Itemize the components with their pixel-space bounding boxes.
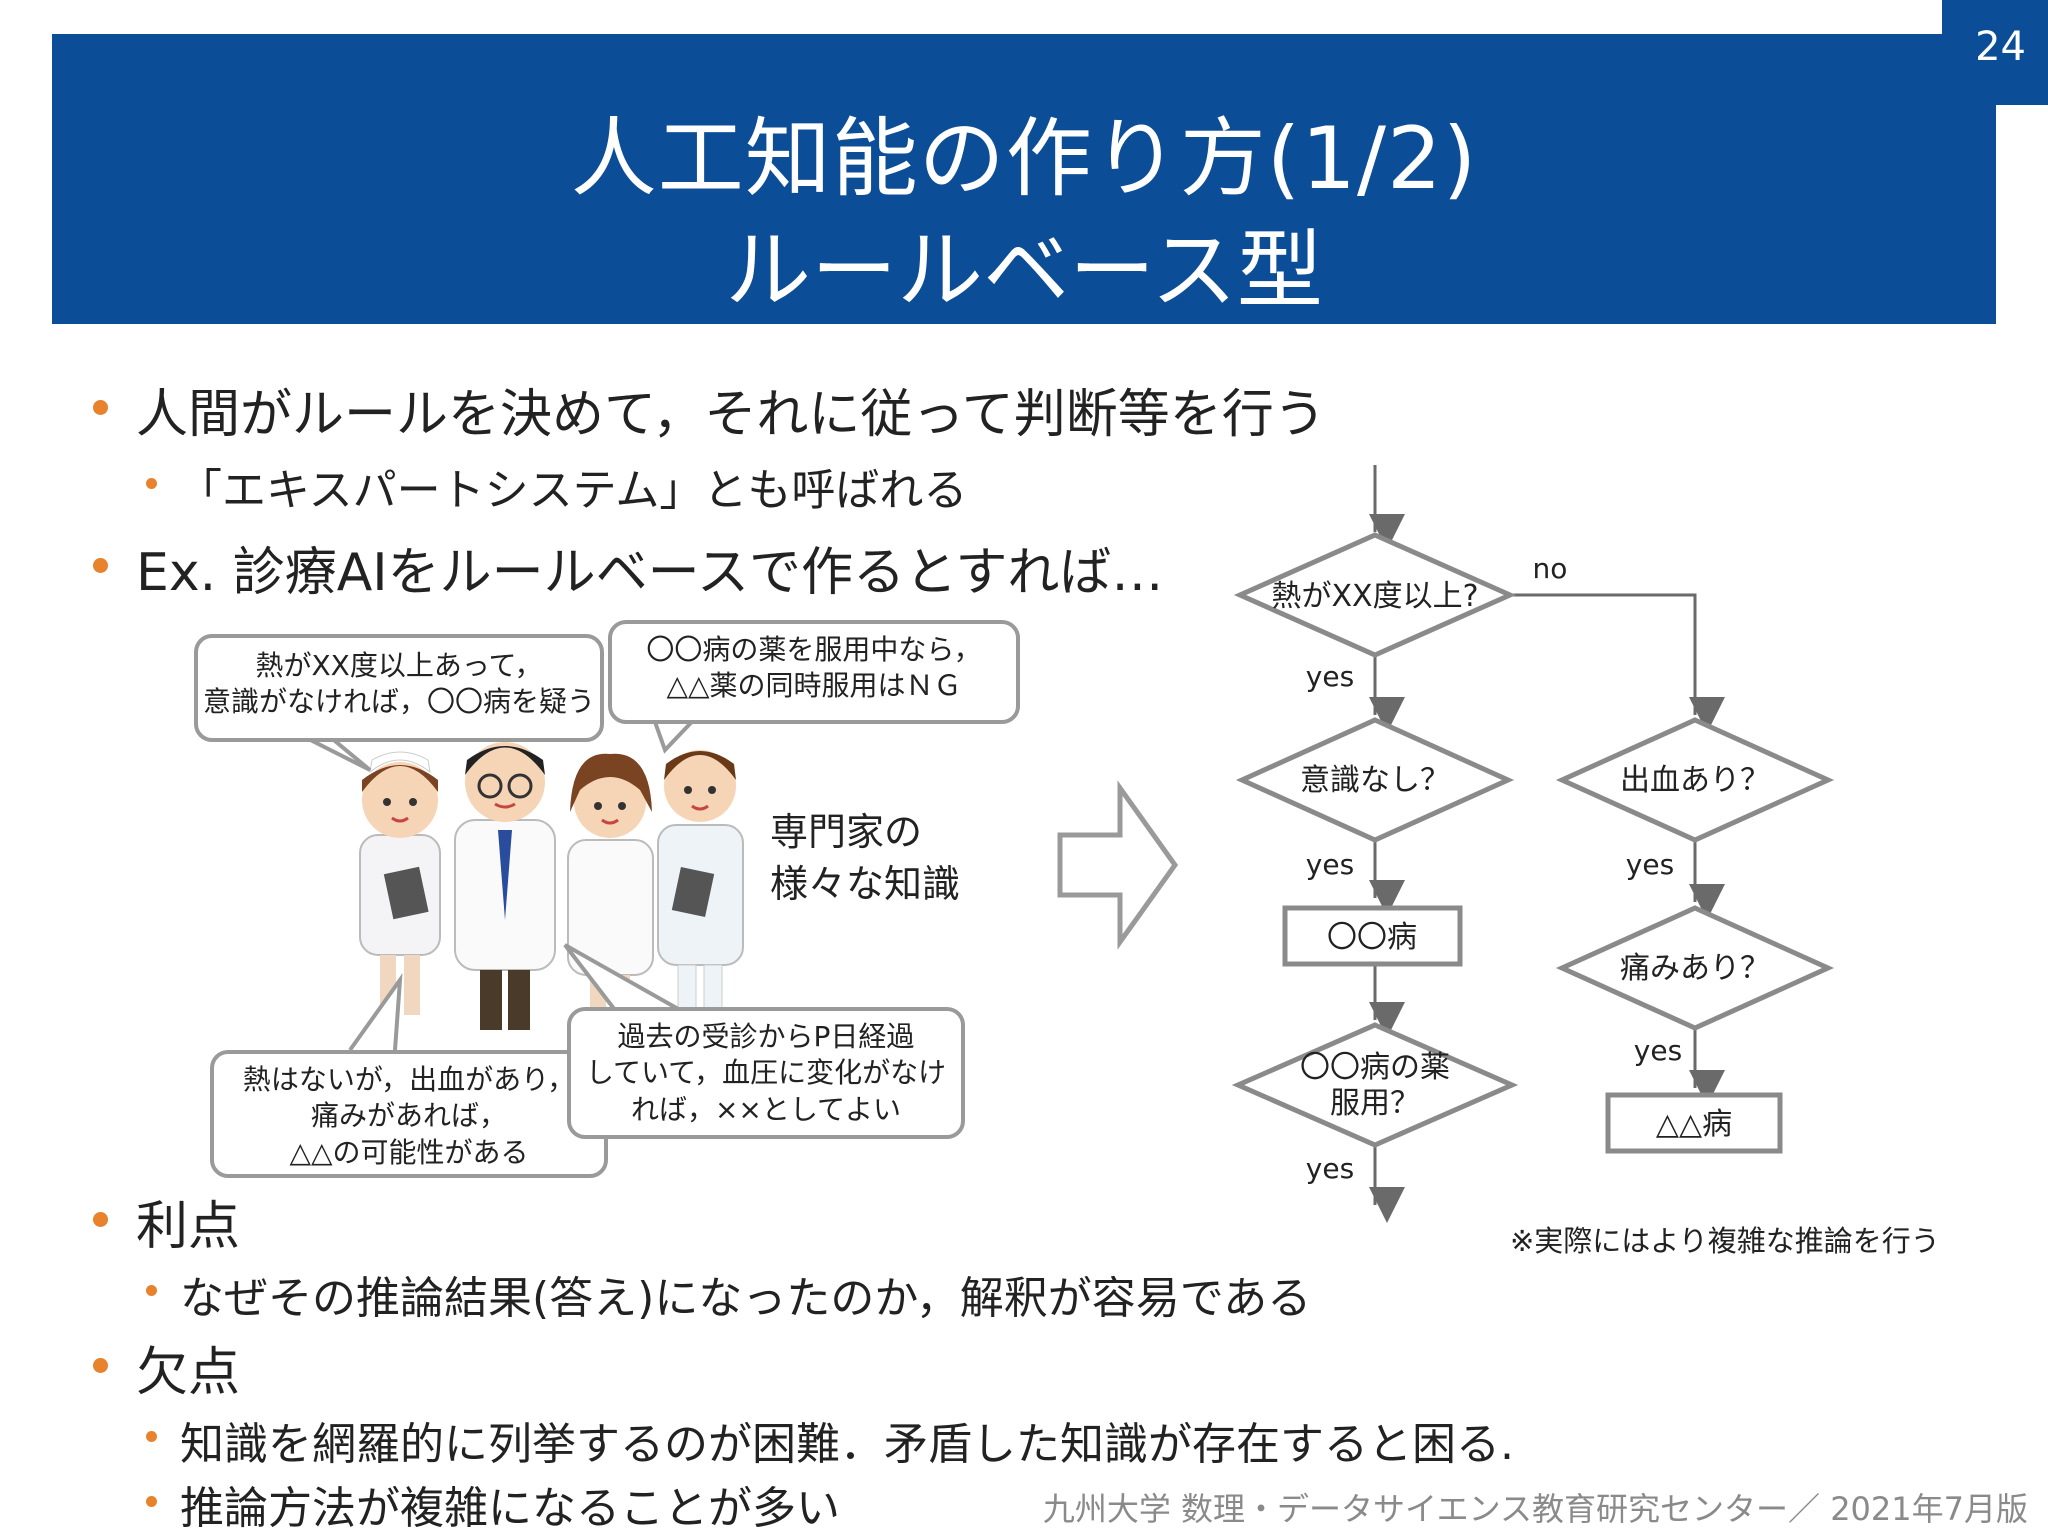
- nurse-figure: [359, 751, 441, 1015]
- decision-medication: [1231, 1022, 1519, 1148]
- bullet-disadvantage-detail-2: 推論方法が複雑になることが多い: [180, 1483, 840, 1534]
- edge-label-yes: yes: [1306, 848, 1354, 881]
- flowchart-note: ※実際にはより複雑な推論を行う: [1510, 1224, 1940, 1258]
- page-number: 24: [1975, 24, 2026, 70]
- bullet-advantage: 利点: [136, 1197, 241, 1257]
- decision-fever: [1233, 532, 1517, 658]
- decision-pain-label: 痛みあり？: [1620, 951, 1770, 986]
- edge-label-yes: yes: [1634, 1034, 1682, 1067]
- callout-rule-3: 熱はないが，出血があり， 痛みがあれば， △△の可能性がある: [210, 1050, 608, 1178]
- bullet-expert-system: 「エキスパートシステム」とも呼ばれる: [178, 465, 968, 516]
- bullet-advantage-detail: なぜその推論結果(答え)になったのか，解釈が容易である: [180, 1273, 1312, 1324]
- decision-pain: [1555, 905, 1835, 1031]
- result-disease-b: [1605, 1092, 1783, 1154]
- bullet-dot: [146, 478, 157, 489]
- bullet-dot: [93, 1358, 108, 1373]
- edge-label-no: no: [1533, 552, 1568, 585]
- edge-label-yes: yes: [1626, 848, 1674, 881]
- bullet-dot: [146, 1496, 157, 1507]
- result-disease-a: [1282, 905, 1463, 967]
- bullet-rule-based: 人間がルールを決めて，それに従って判断等を行う: [136, 385, 1326, 445]
- decision-bleeding-label: 出血あり？: [1620, 763, 1770, 798]
- decision-unconscious-label: 意識なし？: [1300, 763, 1450, 798]
- slide-title: 人工知能の作り方(1/2): [570, 109, 1478, 209]
- page-number-tab: [1942, 0, 2048, 105]
- callout-rule-2: 〇〇病の薬を服用中なら， △△薬の同時服用はＮＧ: [608, 620, 1020, 724]
- result-disease-b-label: △△病: [1656, 1107, 1732, 1142]
- callout-rule-1: 熱がXX度以上あって， 意識がなければ，〇〇病を疑う: [194, 634, 604, 742]
- edge-label-yes: yes: [1306, 1152, 1354, 1185]
- bullet-dot: [93, 558, 108, 573]
- decision-flowchart: 熱がXX度以上? 意識なし？ 出血あり？ 痛みあり？ 〇〇病の薬 服用？ 〇〇病…: [1231, 465, 1835, 1223]
- decision-bleeding: [1555, 717, 1835, 843]
- bullet-dot: [93, 400, 108, 415]
- bullet-dot: [146, 1431, 157, 1442]
- doctor-figure: [454, 742, 556, 1030]
- expert-knowledge-label: 専門家の 様々な知識: [770, 810, 961, 907]
- right-arrow-icon: [1057, 780, 1179, 950]
- edge-label-yes: yes: [1306, 660, 1354, 693]
- bullet-dot: [93, 1212, 108, 1227]
- bullet-example: Ex. 診療AIをルールベースで作るとすれば…: [136, 543, 1164, 603]
- bullet-dot: [146, 1285, 157, 1296]
- decision-medication-label-2: 服用？: [1330, 1086, 1420, 1121]
- title-banner: [52, 34, 1996, 324]
- decision-medication-label-1: 〇〇病の薬: [1300, 1050, 1450, 1085]
- decision-unconscious: [1235, 717, 1515, 843]
- bullet-disadvantage-detail-1: 知識を網羅的に列挙するのが困難．矛盾した知識が存在すると困る.: [180, 1419, 1514, 1470]
- slide-subtitle: ルールベース型: [725, 221, 1323, 321]
- callout-rule-4: 過去の受診からP日経過 していて，血圧に変化がなけ れば，××としてよい: [567, 1007, 965, 1139]
- footer-credit: 九州大学 数理・データサイエンス教育研究センター／ 2021年7月版: [1042, 1490, 2028, 1528]
- bullet-disadvantage: 欠点: [136, 1343, 241, 1403]
- decision-fever-label: 熱がXX度以上?: [1271, 579, 1478, 614]
- result-disease-a-label: 〇〇病: [1327, 920, 1417, 955]
